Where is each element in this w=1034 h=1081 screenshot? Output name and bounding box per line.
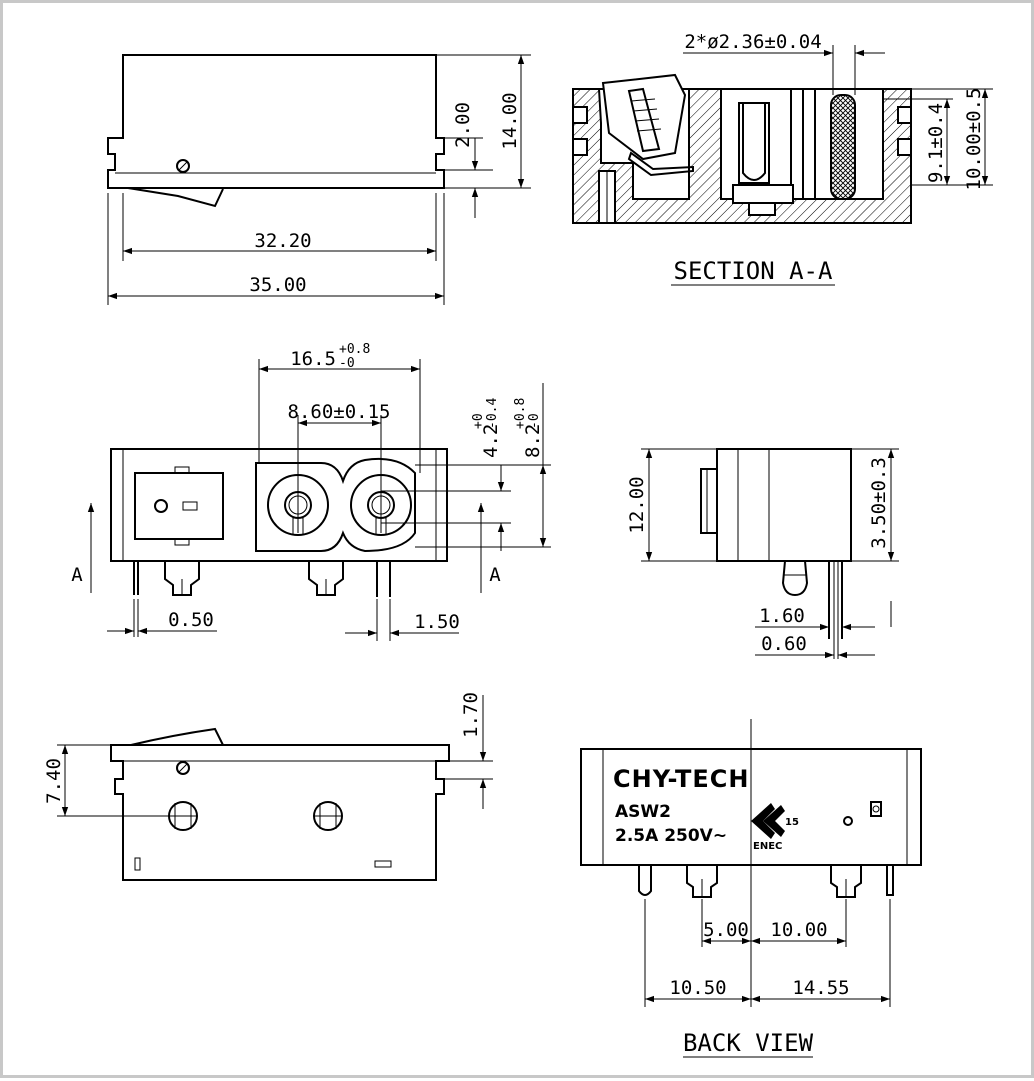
dim-8-60: 8.60±0.15 <box>288 401 391 423</box>
right-side-view: 12.00 3.50±0.3 1.60 0.60 <box>626 448 899 659</box>
rating-text: 2.5A 250V~ <box>615 826 727 846</box>
dim-hole-diameter: 2*ø2.36±0.04 <box>684 31 821 53</box>
dim-10-50: 10.50 <box>669 977 726 999</box>
dim-4-2-tol-up: +0 <box>471 413 486 429</box>
back-view-title: BACK VIEW <box>683 1029 814 1057</box>
dim-10-00: 10.00±0.5 <box>963 88 985 191</box>
front-view: A A 16.5 +0.8 -0 8.60±0.15 4.2 +0 -0.4 8… <box>71 342 551 641</box>
dim-8-2-tol-up: +0.8 <box>513 398 528 429</box>
technical-drawing: 2.00 14.00 32.20 35.00 <box>43 31 993 1058</box>
back-view: CHY-TECH ASW2 2.5A 250V~ ENEC 15 5.00 10… <box>580 719 922 1058</box>
dim-8-2-tol-dn: -0 <box>527 413 542 429</box>
enec-cert-mark: ENEC 15 <box>751 803 799 852</box>
dim-14-55: 14.55 <box>792 977 849 999</box>
dim-16-5-tol-dn: -0 <box>339 356 355 371</box>
dim-4-2: 4.2 <box>480 424 502 458</box>
dim-3-50: 3.50±0.3 <box>868 457 890 549</box>
brand-text: CHY-TECH <box>613 765 749 793</box>
section-marker-left: A <box>71 564 83 586</box>
dim-32-20: 32.20 <box>254 230 311 252</box>
dim-0-50: 0.50 <box>168 609 214 631</box>
dim-1-70: 1.70 <box>460 692 482 738</box>
dim-9-1: 9.1±0.4 <box>925 103 947 183</box>
dim-14-00: 14.00 <box>499 92 521 149</box>
dim-16-5: 16.5 <box>290 348 336 370</box>
section-title: SECTION A-A <box>674 257 833 285</box>
dim-1-50: 1.50 <box>414 611 460 633</box>
dim-5-00: 5.00 <box>703 919 749 941</box>
dim-8-2: 8.2 <box>522 424 544 458</box>
enec-number: 15 <box>785 817 799 828</box>
dim-7-40: 7.40 <box>43 758 65 804</box>
enec-mark-letters: ENEC <box>753 841 782 852</box>
dim-16-5-tol-up: +0.8 <box>339 342 370 357</box>
side-view-bottom: 7.40 1.70 <box>43 692 493 881</box>
dim-1-60: 1.60 <box>759 605 805 627</box>
section-view: 2*ø2.36±0.04 9.1±0.4 10.00±0.5 SECTION A… <box>572 31 993 286</box>
dim-2-00: 2.00 <box>452 102 474 148</box>
dim-35-00: 35.00 <box>249 274 306 296</box>
side-view-top: 2.00 14.00 32.20 35.00 <box>107 54 531 305</box>
dim-12-00: 12.00 <box>626 476 648 533</box>
dim-4-2-tol-dn: -0.4 <box>485 398 500 429</box>
dim-0-60: 0.60 <box>761 633 807 655</box>
section-marker-right: A <box>489 564 501 586</box>
dim-10-00: 10.00 <box>770 919 827 941</box>
model-text: ASW2 <box>615 802 671 822</box>
